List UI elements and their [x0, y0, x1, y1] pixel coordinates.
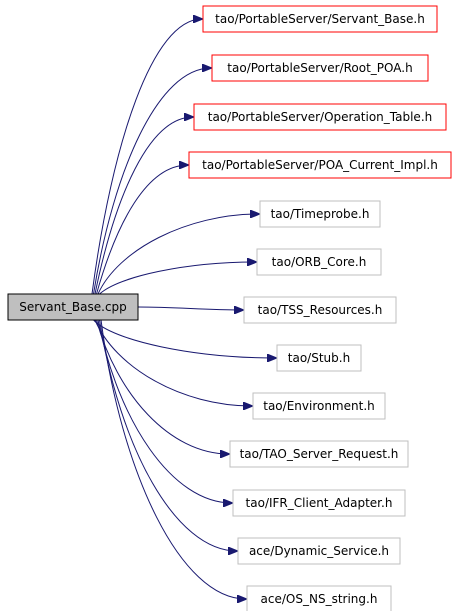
node-label: tao/PortableServer/POA_Current_Impl.h [202, 158, 438, 172]
header-node-tao-portableserver-servant-base-h[interactable]: tao/PortableServer/Servant_Base.h [202, 5, 438, 33]
node-label: tao/Timeprobe.h [271, 207, 370, 221]
node-label: tao/TSS_Resources.h [258, 303, 383, 317]
header-node-tao-environment-h[interactable]: tao/Environment.h [252, 392, 386, 420]
include-edge-tao-tao-server-request-h [96, 319, 230, 454]
header-node-tao-tao-server-request-h[interactable]: tao/TAO_Server_Request.h [229, 440, 409, 468]
node-label: tao/PortableServer/Operation_Table.h [208, 110, 432, 124]
include-edge-tao-stub-h [93, 319, 277, 358]
include-edge-ace-os-ns-string-h [100, 319, 246, 599]
node-box [243, 296, 397, 324]
include-edge-tao-tss-resources-h [137, 307, 243, 310]
node-label: tao/Environment.h [263, 399, 375, 413]
node-label: tao/ORB_Core.h [272, 255, 367, 269]
node-box [211, 54, 429, 82]
header-node-tao-stub-h[interactable]: tao/Stub.h [276, 344, 362, 372]
source-file-node[interactable]: Servant_Base.cpp [7, 293, 139, 321]
include-edge-ace-dynamic-service-h [99, 319, 238, 551]
node-box [188, 151, 452, 179]
header-node-ace-os-ns-string-h[interactable]: ace/OS_NS_string.h [246, 585, 392, 611]
header-node-tao-timeprobe-h[interactable]: tao/Timeprobe.h [259, 200, 381, 228]
node-label: tao/PortableServer/Root_POA.h [227, 61, 412, 75]
include-edge-tao-portableserver-servant-base-h [91, 19, 202, 295]
node-label: tao/IFR_Client_Adapter.h [246, 496, 393, 510]
source-file-label: Servant_Base.cpp [19, 300, 127, 314]
node-box [193, 103, 447, 131]
node-label: tao/Stub.h [288, 351, 350, 365]
node-box [202, 5, 438, 33]
node-label: ace/OS_NS_string.h [261, 592, 378, 606]
include-edge-tao-environment-h [94, 319, 252, 406]
node-box [237, 537, 401, 565]
include-edge-tao-ifr-client-adapter-h [97, 319, 232, 503]
node-box [259, 200, 381, 228]
node-box [232, 489, 406, 517]
node-box [256, 248, 382, 276]
header-node-ace-dynamic-service-h[interactable]: ace/Dynamic_Service.h [237, 537, 401, 565]
header-node-tao-portableserver-poa-current-impl-h[interactable]: tao/PortableServer/POA_Current_Impl.h [188, 151, 452, 179]
node-box [229, 440, 409, 468]
include-edge-tao-portableserver-poa-current-impl-h [96, 165, 189, 295]
node-label: ace/Dynamic_Service.h [249, 544, 389, 558]
node-box [276, 344, 362, 372]
header-node-tao-orb-core-h[interactable]: tao/ORB_Core.h [256, 248, 382, 276]
node-box [252, 392, 386, 420]
include-edge-tao-portableserver-operation-table-h [94, 117, 193, 295]
include-edge-tao-portableserver-root-poa-h [93, 68, 212, 295]
node-box [246, 585, 392, 611]
node-label: tao/TAO_Server_Request.h [240, 447, 399, 461]
header-node-tao-tss-resources-h[interactable]: tao/TSS_Resources.h [243, 296, 397, 324]
header-node-tao-portableserver-root-poa-h[interactable]: tao/PortableServer/Root_POA.h [211, 54, 429, 82]
header-node-tao-portableserver-operation-table-h[interactable]: tao/PortableServer/Operation_Table.h [193, 103, 447, 131]
node-label: tao/PortableServer/Servant_Base.h [215, 12, 425, 26]
header-node-tao-ifr-client-adapter-h[interactable]: tao/IFR_Client_Adapter.h [232, 489, 406, 517]
include-edge-tao-timeprobe-h [97, 214, 259, 295]
include-edge-tao-orb-core-h [99, 262, 257, 295]
